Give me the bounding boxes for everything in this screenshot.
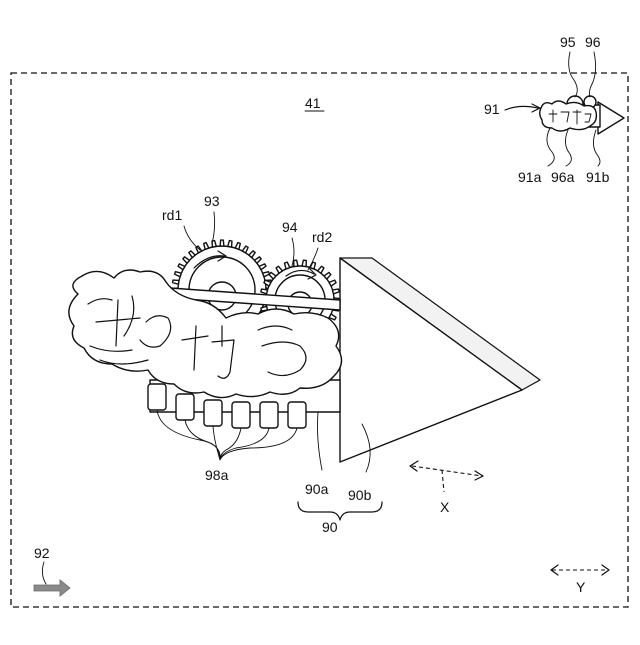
gear-94-tooth bbox=[276, 266, 282, 273]
brace-90 bbox=[298, 502, 382, 520]
gear-93-tooth bbox=[263, 272, 270, 277]
gear-93-tooth bbox=[178, 264, 185, 270]
leader-91 bbox=[505, 106, 538, 110]
gear-94-tooth bbox=[294, 260, 298, 266]
ref-90a: 90a bbox=[305, 481, 329, 497]
gear-93-tooth bbox=[249, 251, 255, 258]
leader-91a bbox=[547, 128, 554, 166]
leader-92 bbox=[42, 562, 46, 584]
ref-92: 92 bbox=[34, 545, 50, 561]
ref-rd2: rd2 bbox=[312, 229, 332, 245]
ref-95: 95 bbox=[560, 34, 576, 50]
gear-94-tooth bbox=[324, 272, 331, 279]
ref-96: 96 bbox=[585, 34, 601, 50]
leader-91b bbox=[593, 130, 600, 166]
gear-93-tooth bbox=[228, 241, 232, 247]
gear-93-tooth bbox=[173, 280, 179, 284]
gear-94-tooth bbox=[269, 272, 276, 279]
gear-94-tooth bbox=[329, 280, 336, 286]
ref-98a: 98a bbox=[205, 467, 229, 483]
gear-94-tooth bbox=[284, 262, 289, 269]
gear-93-tooth bbox=[242, 246, 248, 253]
ref-91: 91 bbox=[484, 101, 500, 117]
gear-94-tooth bbox=[332, 289, 339, 294]
gear-93-tooth bbox=[189, 251, 195, 258]
ref-rd1: rd1 bbox=[162, 207, 182, 223]
axis-y-indicator bbox=[551, 565, 609, 575]
ref-93: 93 bbox=[204, 193, 220, 209]
axis-y-label: Y bbox=[576, 579, 586, 595]
small-object-91 bbox=[540, 96, 624, 134]
leader-93 bbox=[212, 212, 215, 244]
gear-93-tooth bbox=[254, 257, 261, 263]
leader-90a bbox=[318, 412, 323, 470]
axis-x-indicator bbox=[410, 461, 483, 492]
gear-93-tooth bbox=[259, 264, 266, 270]
gear-93-tooth bbox=[204, 243, 209, 250]
leader-96 bbox=[589, 52, 595, 97]
axis-x-label: X bbox=[440, 499, 450, 515]
small-arrow-head bbox=[598, 102, 624, 134]
gear-93-tooth bbox=[235, 243, 240, 250]
ref-96a: 96a bbox=[551, 169, 575, 185]
ref-91b: 91b bbox=[586, 169, 610, 185]
ref-90b: 90b bbox=[348, 487, 372, 503]
leader-96a bbox=[565, 130, 571, 166]
ref-91a: 91a bbox=[518, 169, 542, 185]
leader-95 bbox=[569, 52, 578, 97]
gear-94-tooth bbox=[302, 260, 306, 266]
ref-94: 94 bbox=[282, 219, 298, 235]
panel-label: 41 bbox=[305, 95, 321, 111]
gear-93-tooth bbox=[183, 257, 190, 263]
ref-90: 90 bbox=[322, 519, 338, 535]
gear-94-tooth bbox=[318, 266, 324, 273]
motion-arrow-92-icon bbox=[34, 580, 70, 596]
gear-93-tooth bbox=[175, 272, 182, 277]
gear-93-tooth bbox=[220, 240, 224, 246]
